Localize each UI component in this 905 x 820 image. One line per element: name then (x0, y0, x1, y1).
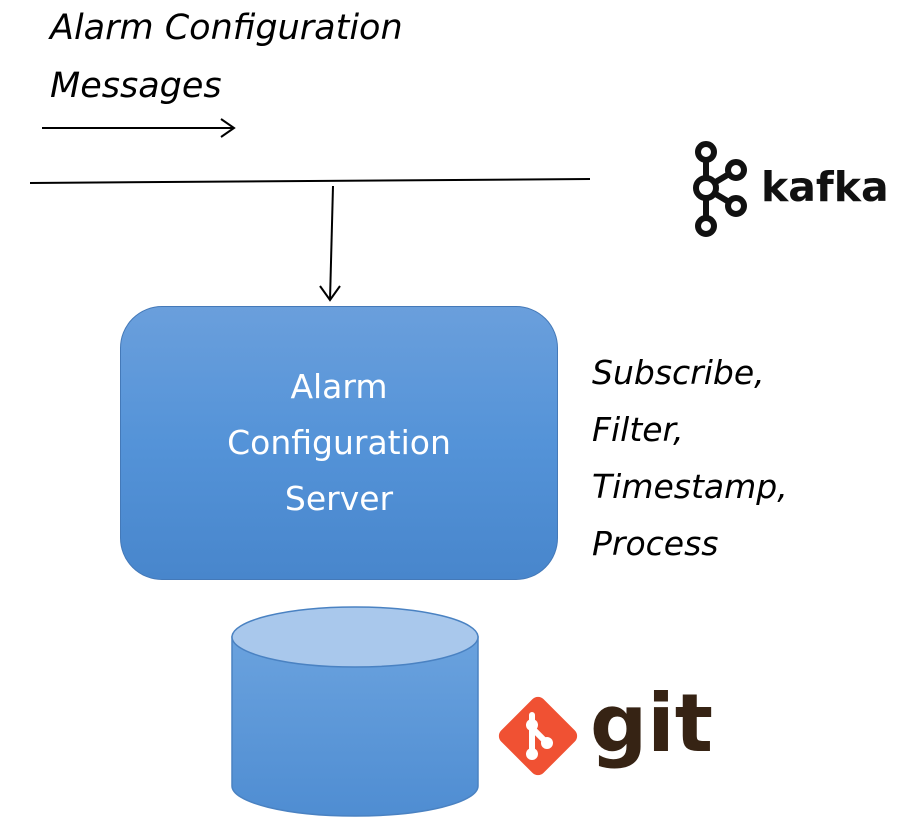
step-filter: Filter, (592, 410, 684, 449)
kafka-bus-line (29, 178, 591, 184)
diagram-title-line-1: Alarm Configuration (50, 8, 403, 48)
server-steps-list: Subscribe, Filter, Timestamp, Process (592, 344, 788, 572)
git-wordmark: git (590, 677, 713, 770)
server-label-line-1: Alarm (290, 367, 388, 406)
server-label-line-3: Server (284, 479, 394, 518)
server-label: Alarm Configuration Server (227, 359, 451, 527)
server-label-line-2: Configuration (227, 423, 451, 462)
kafka-logo-icon (693, 141, 747, 237)
step-subscribe: Subscribe, (592, 353, 765, 392)
database-cylinder-icon (231, 606, 479, 817)
subscribe-arrow (319, 185, 341, 302)
git-logo-icon (498, 696, 578, 776)
step-process: Process (592, 524, 719, 563)
step-timestamp: Timestamp, (592, 467, 788, 506)
message-flow-arrow (42, 118, 236, 138)
kafka-wordmark: kafka (761, 163, 889, 211)
alarm-configuration-server-box: Alarm Configuration Server (120, 306, 558, 580)
diagram-title-line-2: Messages (50, 66, 222, 106)
